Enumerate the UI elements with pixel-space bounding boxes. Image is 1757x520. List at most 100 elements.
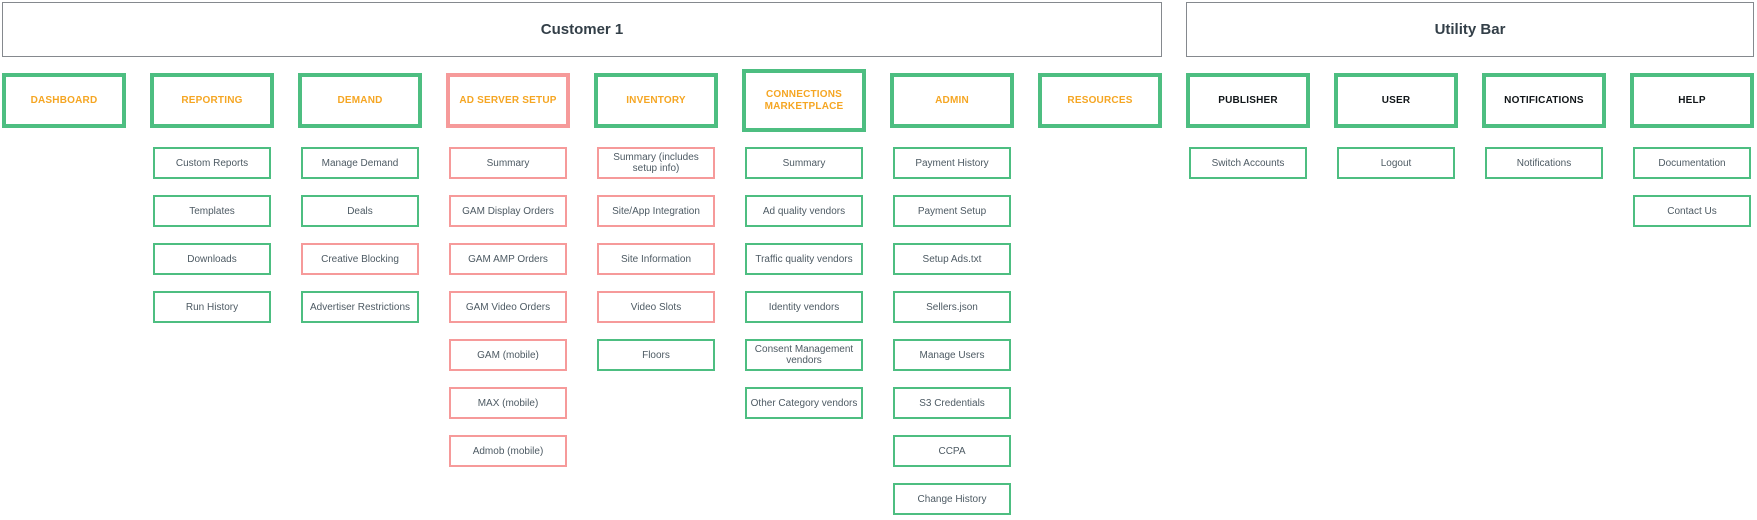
section-headers: Customer 1 Utility Bar — [0, 0, 1757, 57]
nav-item-change-history[interactable]: Change History — [893, 483, 1011, 515]
nav-item-setup-ads-txt[interactable]: Setup Ads.txt — [893, 243, 1011, 275]
nav-category-inventory[interactable]: INVENTORY — [594, 73, 718, 128]
nav-category-user[interactable]: USER — [1334, 73, 1458, 128]
nav-item-gam-display-orders[interactable]: GAM Display Orders — [449, 195, 567, 227]
nav-category-label-help: HELP — [1678, 94, 1706, 106]
nav-category-label-resources: RESOURCES — [1067, 94, 1133, 106]
nav-item-label-notifications: Notifications — [1516, 157, 1572, 169]
nav-item-label-max-mobile: MAX (mobile) — [477, 397, 539, 409]
nav-item-documentation[interactable]: Documentation — [1633, 147, 1751, 179]
nav-item-video-slots[interactable]: Video Slots — [597, 291, 715, 323]
nav-item-manage-demand[interactable]: Manage Demand — [301, 147, 419, 179]
nav-category-demand[interactable]: DEMAND — [298, 73, 422, 128]
nav-item-label-admob-mobile: Admob (mobile) — [472, 445, 544, 457]
nav-item-run-history[interactable]: Run History — [153, 291, 271, 323]
nav-category-label-connections-marketplace: CONNECTIONS MARKETPLACE — [764, 88, 844, 112]
nav-category-help[interactable]: HELP — [1630, 73, 1754, 128]
nav-column-inventory: INVENTORY Summary (includes setup info) Si… — [594, 73, 718, 387]
nav-item-ad-quality-vendors[interactable]: Ad quality vendors — [745, 195, 863, 227]
nav-category-reporting[interactable]: REPORTING — [150, 73, 274, 128]
nav-item-label-manage-demand: Manage Demand — [321, 157, 399, 169]
nav-item-ccpa[interactable]: CCPA — [893, 435, 1011, 467]
nav-item-label-sellers-json: Sellers.json — [926, 301, 978, 313]
nav-item-creative-blocking[interactable]: Creative Blocking — [301, 243, 419, 275]
nav-item-summary[interactable]: Summary — [449, 147, 567, 179]
nav-item-floors[interactable]: Floors — [597, 339, 715, 371]
nav-item-notifications[interactable]: Notifications — [1485, 147, 1603, 179]
utility-bar-title: Utility Bar — [1434, 21, 1506, 38]
nav-item-consent-management-vendors[interactable]: Consent Management vendors — [745, 339, 863, 371]
nav-item-summary[interactable]: Summary — [745, 147, 863, 179]
nav-category-admin[interactable]: ADMIN — [890, 73, 1014, 128]
nav-item-label-consent-management-vendors: Consent Management vendors — [754, 344, 854, 366]
nav-item-site-information[interactable]: Site Information — [597, 243, 715, 275]
nav-item-other-category-vendors[interactable]: Other Category vendors — [745, 387, 863, 419]
nav-category-label-demand: DEMAND — [337, 94, 383, 106]
nav-category-label-notifications: NOTIFICATIONS — [1504, 94, 1584, 106]
nav-item-label-advertiser-restrictions: Advertiser Restrictions — [309, 301, 411, 313]
nav-category-notifications[interactable]: NOTIFICATIONS — [1482, 73, 1606, 128]
nav-category-label-inventory: INVENTORY — [626, 94, 686, 106]
nav-item-label-other-category-vendors: Other Category vendors — [750, 397, 858, 409]
nav-items-publisher: Switch Accounts — [1186, 147, 1310, 179]
nav-item-label-traffic-quality-vendors: Traffic quality vendors — [755, 253, 853, 265]
nav-item-label-gam-video-orders: GAM Video Orders — [465, 301, 551, 313]
nav-item-label-gam-amp-orders: GAM AMP Orders — [468, 253, 548, 265]
nav-item-gam-mobile[interactable]: GAM (mobile) — [449, 339, 567, 371]
nav-item-label-gam-display-orders: GAM Display Orders — [462, 205, 554, 217]
customer-section-header[interactable]: Customer 1 — [2, 2, 1162, 57]
nav-column-notifications: NOTIFICATIONS Notifications — [1482, 73, 1606, 195]
nav-item-label-summary: Summary — [486, 157, 530, 169]
nav-item-contact-us[interactable]: Contact Us — [1633, 195, 1751, 227]
nav-item-gam-amp-orders[interactable]: GAM AMP Orders — [449, 243, 567, 275]
nav-item-label-summary-includes-setup-info: Summary (includes setup info) — [613, 152, 699, 174]
nav-item-downloads[interactable]: Downloads — [153, 243, 271, 275]
nav-item-logout[interactable]: Logout — [1337, 147, 1455, 179]
nav-column-user: USER Logout — [1334, 73, 1458, 195]
nav-column-connections-marketplace: CONNECTIONS MARKETPLACE Summary Ad quality… — [742, 69, 866, 435]
nav-category-label-dashboard: DASHBOARD — [30, 94, 98, 106]
nav-category-dashboard[interactable]: DASHBOARD — [2, 73, 126, 128]
nav-column-resources: RESOURCES — [1038, 73, 1162, 147]
nav-item-label-custom-reports: Custom Reports — [175, 157, 249, 169]
nav-item-label-creative-blocking: Creative Blocking — [321, 253, 399, 265]
nav-item-label-floors: Floors — [642, 349, 670, 361]
nav-category-connections-marketplace[interactable]: CONNECTIONS MARKETPLACE — [742, 69, 866, 132]
nav-category-publisher[interactable]: PUBLISHER — [1186, 73, 1310, 128]
nav-item-label-manage-users: Manage Users — [919, 349, 985, 361]
nav-item-label-summary: Summary — [782, 157, 826, 169]
nav-item-switch-accounts[interactable]: Switch Accounts — [1189, 147, 1307, 179]
nav-item-gam-video-orders[interactable]: GAM Video Orders — [449, 291, 567, 323]
nav-item-payment-setup[interactable]: Payment Setup — [893, 195, 1011, 227]
nav-item-templates[interactable]: Templates — [153, 195, 271, 227]
nav-item-advertiser-restrictions[interactable]: Advertiser Restrictions — [301, 291, 419, 323]
nav-item-s3-credentials[interactable]: S3 Credentials — [893, 387, 1011, 419]
nav-item-identity-vendors[interactable]: Identity vendors — [745, 291, 863, 323]
nav-category-resources[interactable]: RESOURCES — [1038, 73, 1162, 128]
nav-category-ad-server-setup[interactable]: AD SERVER SETUP — [446, 73, 570, 128]
nav-item-max-mobile[interactable]: MAX (mobile) — [449, 387, 567, 419]
nav-category-label-admin: ADMIN — [935, 94, 969, 106]
customer-section-title: Customer 1 — [540, 21, 624, 38]
utility-bar-header[interactable]: Utility Bar — [1186, 2, 1754, 57]
nav-item-label-payment-setup: Payment Setup — [917, 205, 987, 217]
nav-item-custom-reports[interactable]: Custom Reports — [153, 147, 271, 179]
nav-item-deals[interactable]: Deals — [301, 195, 419, 227]
nav-item-payment-history[interactable]: Payment History — [893, 147, 1011, 179]
nav-item-label-run-history: Run History — [185, 301, 239, 313]
nav-item-manage-users[interactable]: Manage Users — [893, 339, 1011, 371]
nav-item-label-downloads: Downloads — [187, 253, 237, 265]
nav-item-site-app-integration[interactable]: Site/App Integration — [597, 195, 715, 227]
nav-item-sellers-json[interactable]: Sellers.json — [893, 291, 1011, 323]
nav-item-label-payment-history: Payment History — [915, 157, 989, 169]
nav-item-traffic-quality-vendors[interactable]: Traffic quality vendors — [745, 243, 863, 275]
nav-item-summary-includes-setup-info[interactable]: Summary (includes setup info) — [597, 147, 715, 179]
nav-category-label-reporting: REPORTING — [181, 94, 243, 106]
nav-item-label-video-slots: Video Slots — [630, 301, 682, 313]
nav-item-admob-mobile[interactable]: Admob (mobile) — [449, 435, 567, 467]
